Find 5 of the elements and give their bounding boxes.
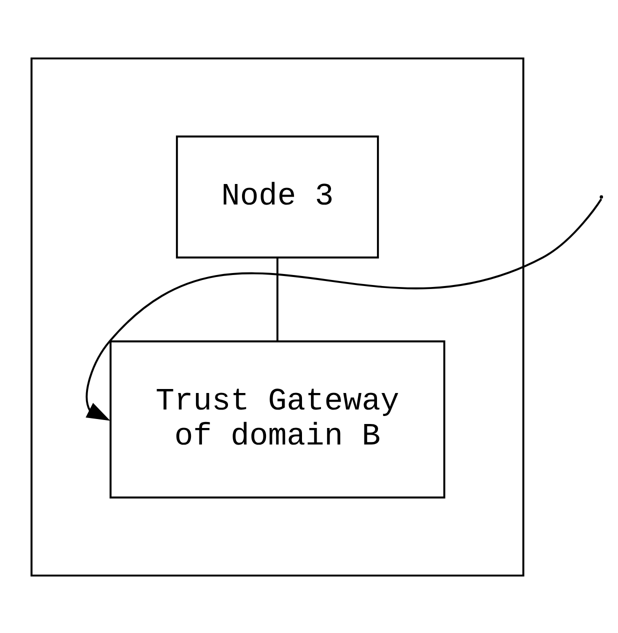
arrow [86,198,602,420]
node-box: Trust Gateway of domain B [110,340,446,498]
connector [276,257,278,340]
cluster [30,56,524,576]
node-box: Node 3 [176,135,379,258]
